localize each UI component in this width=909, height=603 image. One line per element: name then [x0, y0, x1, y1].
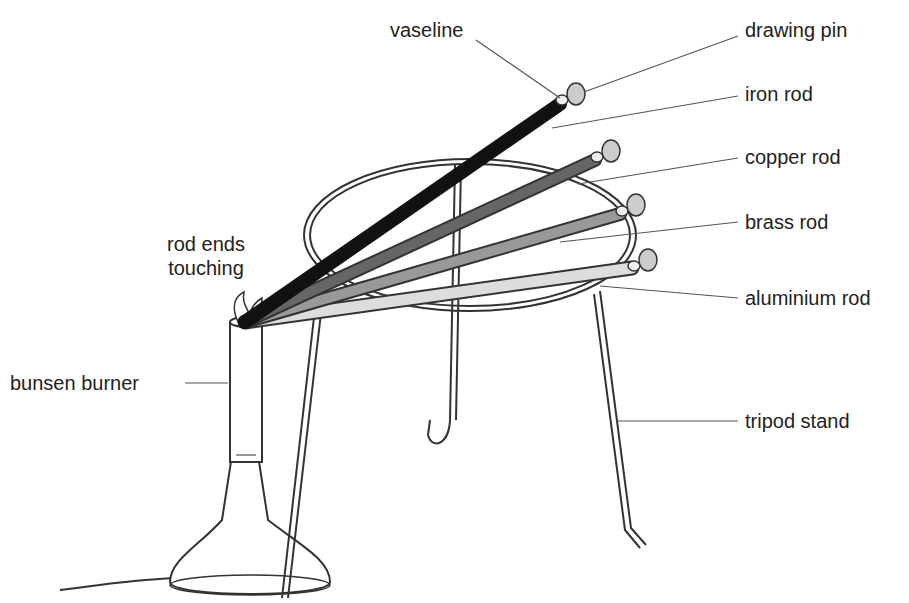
part-label: aluminium rod: [745, 286, 871, 310]
leader-lines: [185, 36, 738, 421]
part-label: iron rod: [745, 82, 813, 106]
gas-hose: [60, 578, 175, 590]
part-label: rod ends touching: [150, 232, 262, 280]
drawing-pins: [556, 83, 657, 271]
iron-rod: [245, 104, 560, 322]
part-label: brass rod: [745, 210, 828, 234]
part-label: bunsen burner: [10, 371, 139, 395]
part-label: copper rod: [745, 145, 841, 169]
metal-rods: [245, 104, 632, 322]
copper-rod: [245, 160, 595, 322]
part-label: tripod stand: [745, 409, 850, 433]
part-label: vaseline: [390, 18, 463, 42]
part-label: drawing pin: [745, 18, 847, 42]
